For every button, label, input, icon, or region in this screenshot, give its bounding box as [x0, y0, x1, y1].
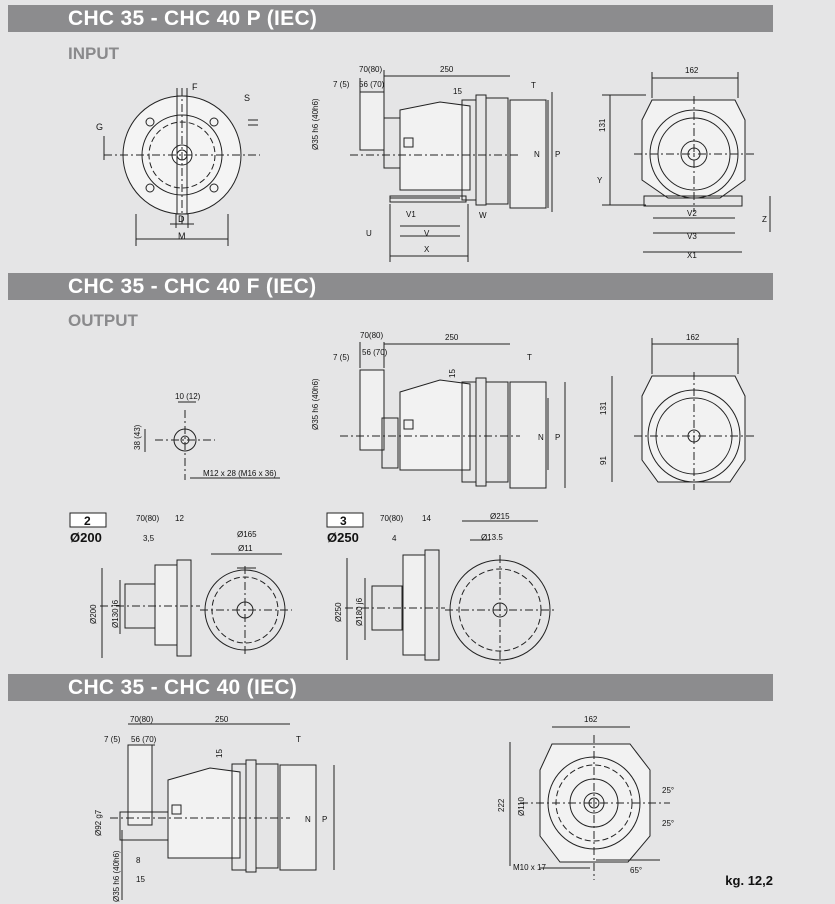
b-dim-92: Ø92 g7 — [94, 809, 103, 836]
dim-7: 7 (5) — [333, 80, 350, 89]
b-dim-25b: 25° — [662, 819, 674, 828]
base-side-view — [110, 723, 335, 900]
b-dim-n: N — [305, 815, 311, 824]
section-subtitle-input: INPUT — [68, 44, 119, 63]
dim-w: W — [479, 211, 487, 220]
output-end-view — [611, 338, 754, 490]
input-flange-front-view — [103, 88, 260, 246]
dim-x: X — [424, 245, 430, 254]
b-dim-15b: 15 — [136, 875, 145, 884]
f3-dim-70: 70(80) — [380, 514, 403, 523]
dim-n-f: N — [538, 433, 544, 442]
badge-2: 2 — [84, 514, 91, 528]
drawing-p: F S G D M 70(80) 7 (5) 56 (70) 250 T 15 … — [96, 65, 771, 262]
f3-dim-14: 14 — [422, 514, 431, 523]
b-dim-7: 7 (5) — [104, 735, 121, 744]
dim-7-f: 7 (5) — [333, 353, 350, 362]
dim-131: 131 — [598, 118, 607, 132]
flange-dia-250: Ø250 — [327, 530, 359, 545]
dim-s: S — [244, 93, 250, 103]
section-title-f: CHC 35 - CHC 40 F (IEC) — [8, 273, 773, 300]
b-dim-p: P — [322, 815, 327, 824]
dim-shaft-f: Ø35 h6 (40h6) — [311, 378, 320, 430]
b-dim-t: T — [296, 735, 301, 744]
dim-n: N — [534, 150, 540, 159]
dim-u: U — [366, 229, 372, 238]
section-subtitle-output: OUTPUT — [68, 311, 138, 330]
dim-38: 38 (43) — [133, 424, 142, 450]
b-dim-250: 250 — [215, 715, 229, 724]
b-dim-15: 15 — [215, 749, 224, 758]
dim-y: Y — [597, 176, 603, 185]
b-dim-8: 8 — [136, 856, 141, 865]
f3-dim-215: Ø215 — [490, 512, 510, 521]
output-side-view — [340, 342, 566, 489]
dim-m12: M12 x 28 (M16 x 36) — [203, 469, 277, 478]
dim-162-f: 162 — [686, 333, 700, 342]
flange-dia-200: Ø200 — [70, 530, 102, 545]
f2-dim-3-5: 3,5 — [143, 534, 155, 543]
output-shaft-end-view — [144, 401, 280, 480]
b-dim-65: 65° — [630, 866, 642, 875]
drawing-f: 10 (12) 38 (43) M12 x 28 (M16 x 36) 70(8… — [69, 331, 754, 665]
f2-dim-12: 12 — [175, 514, 184, 523]
input-end-view — [602, 72, 771, 253]
base-end-view — [509, 726, 670, 880]
f3-dim-od: Ø250 — [334, 602, 343, 622]
f3-dim-13-5: Ø13.5 — [481, 533, 503, 542]
f2-dim-pilot: Ø130 j6 — [111, 599, 120, 628]
dim-v: V — [424, 229, 430, 238]
dim-162: 162 — [685, 66, 699, 75]
dim-t-f: T — [527, 353, 532, 362]
b-dim-162: 162 — [584, 715, 598, 724]
f3-dim-4: 4 — [392, 534, 397, 543]
flange-200-views — [69, 512, 292, 658]
dim-t: T — [531, 81, 536, 90]
dim-15: 15 — [453, 87, 462, 96]
flange-250-views — [326, 512, 556, 665]
f2-dim-od: Ø200 — [89, 604, 98, 624]
dim-91-f: 91 — [599, 456, 608, 465]
b-dim-56: 56 (70) — [131, 735, 157, 744]
b-dim-25a: 25° — [662, 786, 674, 795]
dim-10: 10 (12) — [175, 392, 201, 401]
section-title-p: CHC 35 - CHC 40 P (IEC) — [8, 5, 773, 32]
dim-x1: X1 — [687, 251, 697, 260]
b-dim-222: 222 — [497, 798, 506, 812]
dim-f: F — [192, 82, 198, 92]
dim-250: 250 — [440, 65, 454, 74]
dim-70: 70(80) — [359, 65, 382, 74]
f3-dim-pilot: Ø180 j6 — [355, 597, 364, 626]
dim-m: M — [178, 231, 186, 241]
weight-label: kg. 12,2 — [725, 873, 773, 888]
badge-3: 3 — [340, 514, 347, 528]
b-dim-shaft: Ø35 h6 (40h6) — [112, 850, 121, 902]
dim-g: G — [96, 122, 103, 132]
dim-v2: V2 — [687, 209, 697, 218]
b-dim-70: 70(80) — [130, 715, 153, 724]
dim-70-f: 70(80) — [360, 331, 383, 340]
dim-v1: V1 — [406, 210, 416, 219]
dim-131-f: 131 — [599, 401, 608, 415]
b-dim-110: Ø110 — [517, 796, 526, 816]
dim-p: P — [555, 150, 560, 159]
dim-15-f: 15 — [448, 369, 457, 378]
dim-shaft: Ø35 h6 (40h6) — [311, 98, 320, 150]
input-side-view — [350, 70, 553, 262]
f2-dim-165: Ø165 — [237, 530, 257, 539]
dim-z: Z — [762, 215, 767, 224]
dim-v3: V3 — [687, 232, 697, 241]
section-title-base: CHC 35 - CHC 40 (IEC) — [8, 674, 773, 701]
dim-56: 56 (70) — [359, 80, 385, 89]
dim-p-f: P — [555, 433, 560, 442]
dim-d: D — [178, 214, 185, 224]
dim-56-f: 56 (70) — [362, 348, 388, 357]
b-dim-m10: M10 x 17 — [513, 863, 546, 872]
f2-dim-11: Ø11 — [238, 544, 253, 553]
f2-dim-70: 70(80) — [136, 514, 159, 523]
dim-250-f: 250 — [445, 333, 459, 342]
